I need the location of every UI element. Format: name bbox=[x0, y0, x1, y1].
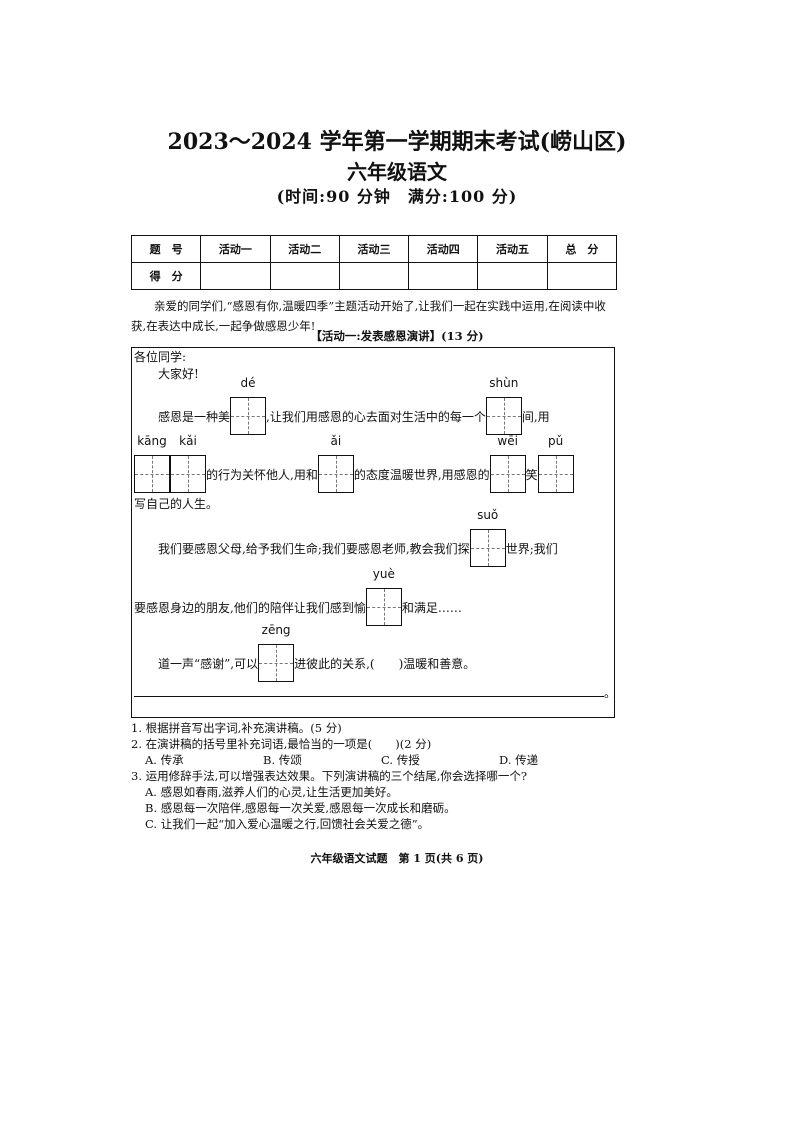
answer-box[interactable]: pǔ bbox=[537, 434, 574, 493]
table-header: 活动三 bbox=[338, 235, 410, 263]
speech-line-2b: 写自己的人生。 bbox=[134, 497, 219, 511]
speech-text: 进彼此的关系,( )温暖和善意。 bbox=[294, 656, 476, 671]
score-cell[interactable] bbox=[477, 262, 548, 290]
speech-text: 感恩是一种美 bbox=[158, 409, 231, 424]
speech-text: 我们要感恩父母,给予我们生命;我们要感恩老师,教会我们探 bbox=[158, 541, 470, 556]
score-cell[interactable] bbox=[269, 262, 340, 290]
speech-line-3: 我们要感恩父母,给予我们生命;我们要感恩老师,教会我们探 suǒ 世界;我们 bbox=[158, 508, 558, 567]
score-cell[interactable] bbox=[408, 262, 479, 290]
pinyin: yuè bbox=[372, 567, 395, 581]
option-c[interactable]: C. 让我们一起“加入爱心温暖之行,回馈社会关爱之德”。 bbox=[145, 817, 430, 831]
hello: 大家好! bbox=[158, 367, 199, 381]
question-1: 1. 根据拼音写出字词,补充演讲稿。(5 分) bbox=[131, 721, 342, 735]
greeting: 各位同学: bbox=[134, 350, 187, 364]
speech-box: 各位同学: 大家好! 感恩是一种美 dé ,让我们用感恩的心去面对生活中的每一个… bbox=[131, 347, 617, 718]
answer-box[interactable]: kǎi bbox=[170, 434, 206, 493]
answer-box[interactable]: zēng bbox=[258, 623, 295, 682]
pinyin: wēi bbox=[497, 434, 518, 448]
option-c[interactable]: C. 传授 bbox=[381, 753, 420, 767]
speech-text: 世界;我们 bbox=[505, 541, 558, 556]
answer-box[interactable]: suǒ bbox=[469, 508, 506, 567]
table-header: 题 号 bbox=[130, 235, 202, 263]
answer-box[interactable]: ǎi bbox=[317, 434, 354, 493]
speech-line-1: 感恩是一种美 dé ,让我们用感恩的心去面对生活中的每一个 shùn 间,用 bbox=[158, 376, 550, 435]
speech-text: 道一声“感谢”,可以 bbox=[158, 656, 259, 671]
score-label: 得 分 bbox=[130, 262, 202, 290]
answer-box[interactable]: shùn bbox=[485, 376, 522, 435]
speech-line-2: kāng kǎi 的行为关怀他人,用和 ǎi 的态度温暖世界,用感恩的 wēi … bbox=[134, 434, 574, 493]
pinyin: kǎi bbox=[179, 434, 197, 448]
pinyin: dé bbox=[240, 376, 256, 390]
table-header: 总 分 bbox=[546, 235, 618, 263]
speech-text: 的态度温暖世界,用感恩的 bbox=[353, 467, 490, 482]
table-header: 活动四 bbox=[408, 235, 479, 263]
exam-info: (时间:90 分钟 满分:100 分) bbox=[276, 187, 518, 206]
answer-box[interactable]: dé bbox=[230, 376, 267, 435]
score-cell[interactable] bbox=[546, 262, 618, 290]
questions: 1. 根据拼音写出字词,补充演讲稿。(5 分) 2. 在演讲稿的括号里补充词语,… bbox=[131, 720, 631, 832]
option-b[interactable]: B. 感恩每一次陪伴,感恩每一次关爱,感恩每一次成长和磨砺。 bbox=[145, 801, 456, 815]
pinyin: shùn bbox=[489, 376, 519, 390]
table-header: 活动二 bbox=[269, 235, 340, 263]
question-2-options: A. 传承 B. 传颂 C. 传授 D. 传递 bbox=[131, 752, 631, 768]
pinyin: ǎi bbox=[330, 434, 342, 448]
speech-line-5: 道一声“感谢”,可以 zēng 进彼此的关系,( )温暖和善意。 bbox=[158, 623, 476, 682]
answer-box[interactable]: yuè bbox=[365, 567, 402, 626]
pinyin: kāng bbox=[137, 434, 167, 448]
intro-paragraph: 亲爱的同学们,“感恩有你,温暖四季”主题活动开始了,让我们一起在实践中运用,在阅… bbox=[131, 299, 606, 333]
speech-text: 和满足…… bbox=[401, 600, 462, 615]
speech-line-4: 要感恩身边的朋友,他们的陪伴让我们感到愉 yuè 和满足…… bbox=[134, 567, 462, 626]
question-3: 3. 运用修辞手法,可以增强表达效果。下列演讲稿的三个结尾,你会选择哪一个? bbox=[131, 769, 528, 783]
exam-subject: 六年级语文 bbox=[347, 160, 447, 184]
answer-line[interactable] bbox=[134, 696, 604, 697]
score-cell[interactable] bbox=[338, 262, 410, 290]
speech-text: ,让我们用感恩的心去面对生活中的每一个 bbox=[266, 409, 486, 424]
option-a[interactable]: A. 传承 bbox=[145, 753, 184, 767]
score-table: 题 号 活动一 活动二 活动三 活动四 活动五 总 分 得 分 bbox=[130, 235, 618, 290]
speech-text: 间,用 bbox=[521, 409, 550, 424]
speech-text: 笑 bbox=[525, 467, 538, 482]
option-b[interactable]: B. 传颂 bbox=[263, 753, 302, 767]
speech-text: 的行为关怀他人,用和 bbox=[206, 467, 318, 482]
table-header: 活动五 bbox=[477, 235, 548, 263]
pinyin: pǔ bbox=[548, 434, 564, 448]
speech-text: 要感恩身边的朋友,他们的陪伴让我们感到愉 bbox=[134, 600, 366, 615]
activity-heading: 【活动一:发表感恩演讲】(13 分) bbox=[310, 329, 484, 343]
option-a[interactable]: A. 感恩如春雨,滋养人们的心灵,让生活更加美好。 bbox=[145, 785, 398, 799]
page-footer: 六年级语文试题 第 1 页(共 6 页) bbox=[310, 852, 484, 865]
table-header: 活动一 bbox=[200, 235, 271, 263]
pinyin: suǒ bbox=[477, 508, 499, 522]
pinyin: zēng bbox=[261, 623, 291, 637]
option-d[interactable]: D. 传递 bbox=[499, 753, 539, 767]
end-mark: 。 bbox=[604, 686, 617, 700]
score-cell[interactable] bbox=[200, 262, 271, 290]
question-2: 2. 在演讲稿的括号里补充词语,最恰当的一项是( )(2 分) bbox=[131, 737, 432, 751]
answer-box[interactable]: wēi bbox=[489, 434, 526, 493]
exam-title: 2023～2024 学年第一学期期末考试(崂山区) bbox=[167, 129, 627, 155]
answer-box[interactable]: kāng bbox=[134, 434, 170, 493]
